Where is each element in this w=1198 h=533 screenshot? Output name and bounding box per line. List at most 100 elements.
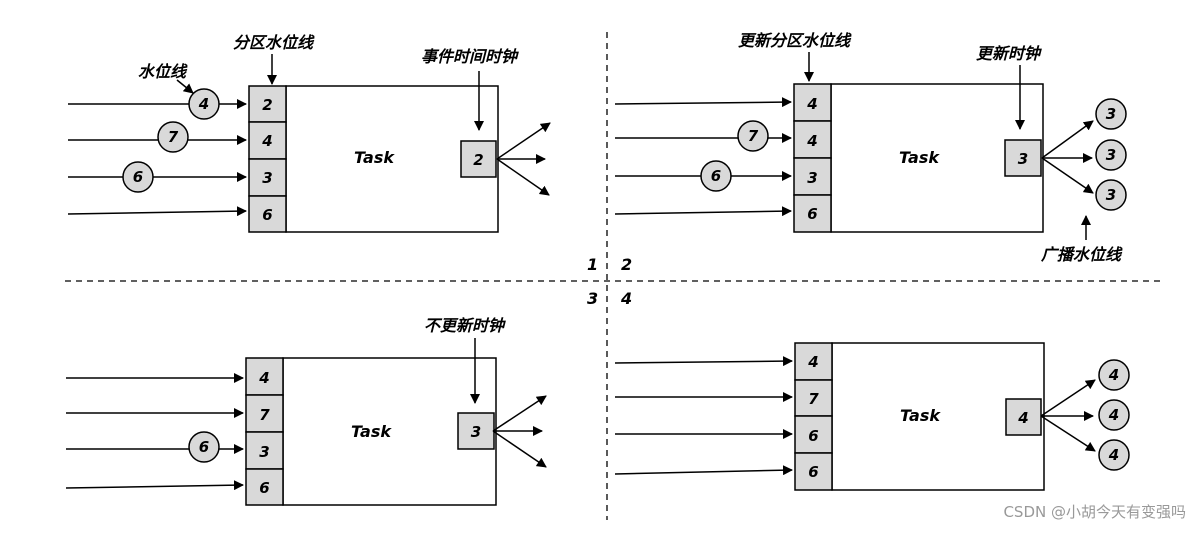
svg-text:7: 7 bbox=[259, 406, 270, 424]
svg-text:4: 4 bbox=[261, 132, 272, 150]
partition-cell: 6 bbox=[793, 194, 832, 233]
output-arrow bbox=[492, 395, 547, 432]
panel-1: Task 2 4 3 6 4 7 6 水位线 分区水位线 事件时间时钟 2 bbox=[67, 33, 551, 233]
panel-3-number: 3 bbox=[587, 289, 598, 308]
output-arrow bbox=[1040, 379, 1096, 417]
svg-text:4: 4 bbox=[807, 353, 818, 371]
task-label: Task bbox=[351, 422, 392, 441]
output-arrow bbox=[1041, 157, 1094, 194]
partition-cell: 6 bbox=[248, 195, 287, 233]
svg-text:6: 6 bbox=[808, 427, 818, 445]
svg-text:6: 6 bbox=[133, 168, 143, 186]
watermark-circle: 7 bbox=[737, 120, 769, 152]
partition-cell: 7 bbox=[245, 394, 284, 433]
svg-text:3: 3 bbox=[1106, 105, 1116, 123]
partition-cell: 2 bbox=[248, 85, 287, 123]
panel-2-number: 2 bbox=[621, 255, 632, 274]
panel-2: Task 4 4 3 6 7 6 更新分区水位线 更新时钟 3 3 3 3 广播… bbox=[614, 31, 1127, 264]
output-arrow bbox=[496, 122, 551, 160]
output-watermark-circle: 4 bbox=[1098, 399, 1130, 431]
svg-text:3: 3 bbox=[1106, 186, 1116, 204]
clock-box: 4 bbox=[1005, 398, 1042, 436]
svg-text:3: 3 bbox=[259, 443, 269, 461]
svg-text:6: 6 bbox=[807, 205, 817, 223]
task-label: Task bbox=[900, 406, 941, 425]
partition-cell: 3 bbox=[245, 431, 284, 470]
partition-cell: 4 bbox=[793, 120, 832, 159]
input-arrow bbox=[614, 97, 792, 108]
output-watermark-circle: 4 bbox=[1098, 359, 1130, 391]
input-arrow bbox=[614, 465, 793, 476]
watermark-circle: 4 bbox=[188, 88, 220, 120]
svg-text:7: 7 bbox=[808, 390, 819, 408]
partition-cell: 3 bbox=[248, 158, 287, 197]
output-arrow bbox=[1040, 415, 1096, 452]
svg-text:3: 3 bbox=[807, 169, 817, 187]
svg-text:4: 4 bbox=[806, 95, 817, 113]
partition-watermark-label: 分区水位线 bbox=[233, 33, 315, 52]
output-arrow bbox=[1041, 120, 1094, 159]
broadcast-label: 广播水位线 bbox=[1040, 245, 1123, 264]
clock-label: 事件时间时钟 bbox=[421, 47, 519, 66]
svg-text:6: 6 bbox=[199, 438, 209, 456]
clock-label: 不更新时钟 bbox=[424, 316, 506, 335]
output-arrow bbox=[496, 158, 550, 196]
svg-text:4: 4 bbox=[1017, 409, 1028, 427]
svg-text:4: 4 bbox=[258, 369, 269, 387]
svg-text:6: 6 bbox=[262, 206, 272, 224]
svg-text:6: 6 bbox=[259, 479, 269, 497]
partition-cell: 4 bbox=[248, 121, 287, 160]
side-label: 水位线 bbox=[138, 62, 188, 81]
svg-text:6: 6 bbox=[808, 463, 818, 481]
pointer-arrow bbox=[176, 79, 194, 94]
input-arrow bbox=[614, 356, 793, 367]
watermark-circle: 6 bbox=[188, 431, 220, 463]
output-arrow bbox=[492, 430, 547, 468]
partition-cell: 4 bbox=[245, 357, 284, 396]
panel-1-number: 1 bbox=[587, 255, 598, 274]
output-watermark-circle: 3 bbox=[1095, 179, 1127, 211]
csdn-watermark: CSDN @小胡今天有变强吗 bbox=[1003, 503, 1186, 521]
panel-4: Task 4 7 6 6 4 4 4 4 bbox=[614, 342, 1130, 491]
partition-watermark-label: 更新分区水位线 bbox=[738, 31, 852, 50]
svg-text:4: 4 bbox=[806, 132, 817, 150]
svg-text:4: 4 bbox=[1108, 366, 1119, 384]
svg-text:7: 7 bbox=[168, 128, 179, 146]
svg-text:3: 3 bbox=[1106, 146, 1116, 164]
svg-text:3: 3 bbox=[1018, 150, 1028, 168]
panel-3: Task 4 7 3 6 6 不更新时钟 3 bbox=[65, 316, 547, 506]
svg-text:3: 3 bbox=[262, 169, 272, 187]
watermark-circle: 6 bbox=[700, 160, 732, 192]
clock-label: 更新时钟 bbox=[976, 44, 1042, 63]
clock-box: 2 bbox=[460, 140, 497, 178]
input-arrow bbox=[67, 206, 247, 217]
svg-text:4: 4 bbox=[198, 95, 209, 113]
svg-text:6: 6 bbox=[711, 167, 721, 185]
svg-text:4: 4 bbox=[1108, 446, 1119, 464]
svg-text:4: 4 bbox=[1108, 406, 1119, 424]
partition-cell: 7 bbox=[794, 379, 833, 417]
clock-box: 3 bbox=[1004, 139, 1042, 177]
output-watermark-circle: 3 bbox=[1095, 139, 1127, 171]
panel-4-number: 4 bbox=[620, 289, 632, 308]
output-watermark-circle: 4 bbox=[1098, 439, 1130, 471]
partition-cell: 6 bbox=[245, 468, 284, 506]
partition-cell: 4 bbox=[794, 342, 833, 381]
svg-text:2: 2 bbox=[473, 151, 483, 169]
partition-cell: 4 bbox=[793, 83, 832, 122]
output-watermark-circle: 3 bbox=[1095, 98, 1127, 130]
task-label: Task bbox=[899, 148, 940, 167]
watermark-circle: 6 bbox=[122, 161, 154, 193]
task-label: Task bbox=[354, 148, 395, 167]
watermark-circle: 7 bbox=[157, 121, 189, 153]
partition-cell: 6 bbox=[794, 415, 833, 454]
svg-text:3: 3 bbox=[471, 423, 481, 441]
svg-text:2: 2 bbox=[262, 96, 272, 114]
svg-text:7: 7 bbox=[748, 127, 759, 145]
partition-cell: 6 bbox=[794, 452, 833, 491]
input-arrow bbox=[614, 206, 792, 217]
clock-box: 3 bbox=[457, 412, 495, 450]
partition-cell: 3 bbox=[793, 157, 832, 196]
